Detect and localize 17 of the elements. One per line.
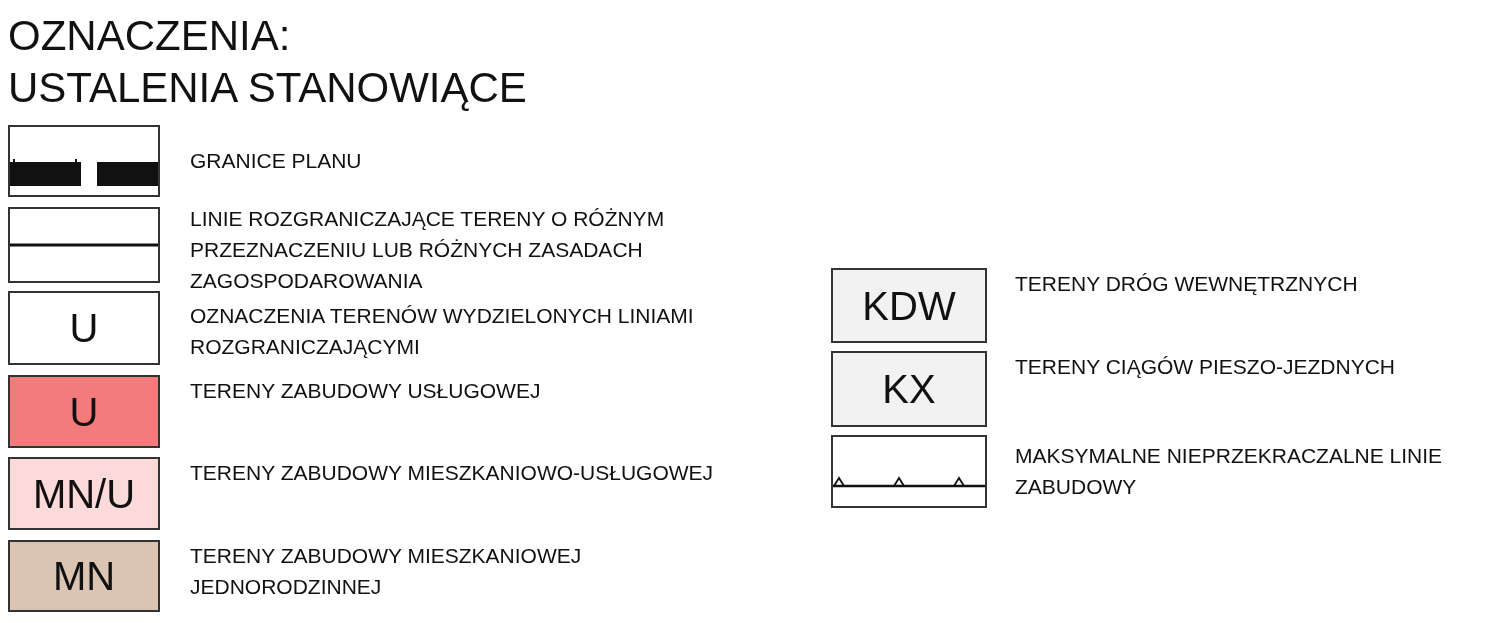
zone-code: KX xyxy=(882,367,936,411)
legend-text: TERENY CIĄGÓW PIESZO-JEZDNYCH xyxy=(1015,354,1396,380)
legend-text: OZNACZENIA TERENÓW WYDZIELONYCH LINIAMI ROZGRANICZAJĄCYMI xyxy=(190,303,695,360)
legend-text: TERENY ZABUDOWY MIESZKANIOWO-USŁUGOWEJ xyxy=(190,460,715,486)
legend-text: GRANICE PLANU xyxy=(190,148,363,174)
zone-code: U xyxy=(69,389,99,434)
zone-code: MN xyxy=(52,554,116,598)
legend-title: OZNACZENIA: xyxy=(8,12,291,60)
legend-text: MAKSYMALNE NIEPRZEKRACZALNE LINIE ZABUDOWY xyxy=(1015,443,1444,500)
zone-code: U xyxy=(69,306,99,350)
legend-text: TERENY DRÓG WEWNĘTRZNYCH xyxy=(1015,271,1359,297)
legend-text: TERENY ZABUDOWY USŁUGOWEJ xyxy=(190,378,542,404)
legend-text: LINIE ROZGRANICZAJĄCE TERENY O RÓŻNYM PRZEZNACZENIU LUB RÓŻNYCH ZASADACH ZAGOSPODAROWANIA xyxy=(190,206,666,294)
zone-code: KDW xyxy=(862,283,956,328)
legend-text: TERENY ZABUDOWY MIESZKANIOWEJ JEDNORODZINNEJ xyxy=(190,543,583,600)
zone-code: MN/U xyxy=(32,471,136,516)
legend-subtitle: USTALENIA STANOWIĄCE xyxy=(8,64,527,112)
